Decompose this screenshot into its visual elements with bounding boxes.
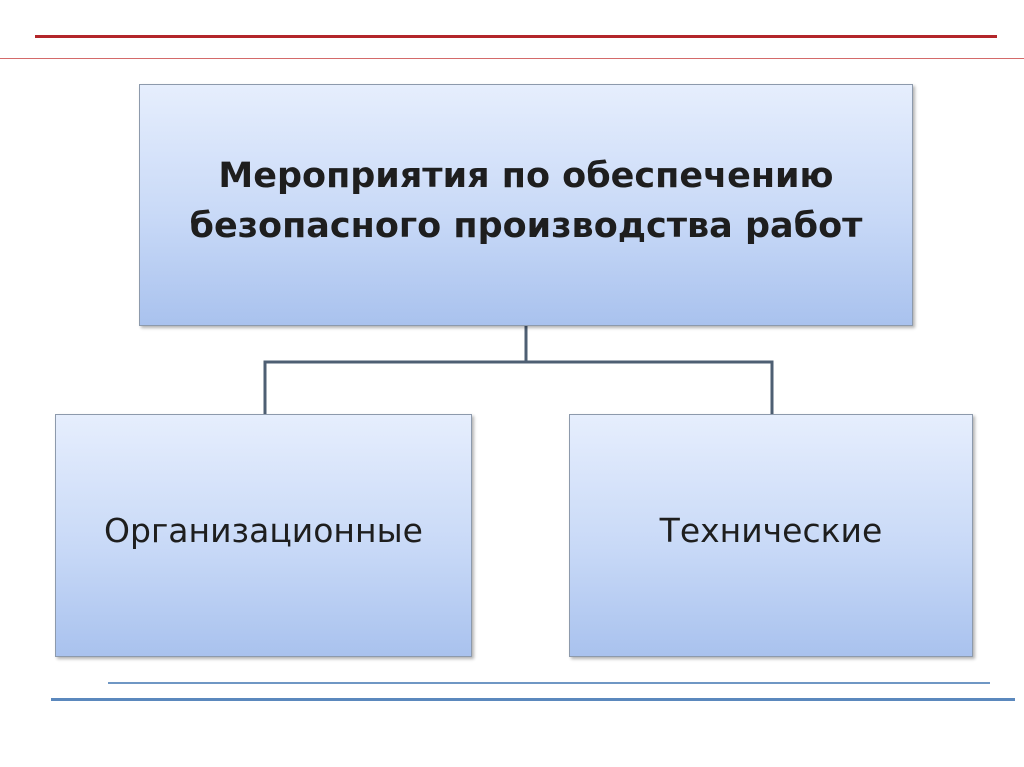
root-node-label-line-2: безопасного производства работ (189, 206, 863, 246)
top-accent-line-thin (0, 58, 1024, 59)
child-node-technical: Технические (569, 414, 973, 657)
root-node-label: Мероприятия по обеспечению безопасного п… (190, 151, 863, 251)
bottom-accent-line-thick (51, 698, 1015, 701)
child-node-technical-label: Технические (659, 510, 883, 550)
top-accent-line-thick (35, 35, 997, 38)
bottom-accent-line-thin (108, 682, 990, 684)
child-node-organizational-label: Организационные (104, 510, 423, 550)
root-node-label-line-1: Мероприятия по обеспечению (218, 156, 834, 196)
root-node: Мероприятия по обеспечению безопасного п… (139, 84, 913, 326)
child-node-organizational: Организационные (55, 414, 472, 657)
